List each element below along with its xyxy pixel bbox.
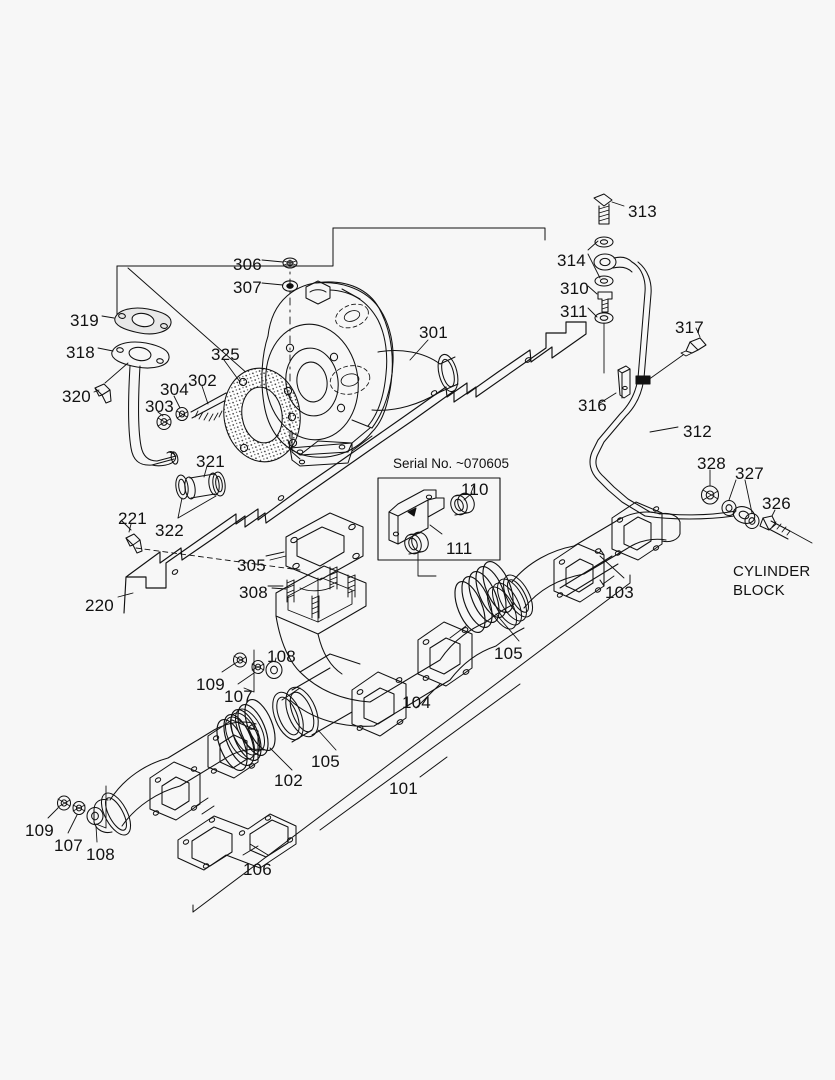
callout-302: 302 bbox=[188, 371, 217, 390]
callout-101: 101 bbox=[389, 779, 418, 798]
callout-305: 305 bbox=[237, 556, 266, 575]
callout-311: 311 bbox=[560, 302, 588, 321]
callout-319: 319 bbox=[70, 311, 99, 330]
cylinder-block-label: CYLINDER BLOCK bbox=[733, 562, 810, 600]
callout-104: 104 bbox=[402, 693, 431, 712]
callout-107b: 107 bbox=[54, 836, 83, 855]
callout-221: 221 bbox=[118, 509, 147, 528]
callout-318: 318 bbox=[66, 343, 95, 362]
callout-109b: 109 bbox=[25, 821, 54, 840]
callout-312: 312 bbox=[683, 422, 712, 441]
callout-321: 321 bbox=[196, 452, 225, 471]
cylinder-block-line-2: BLOCK bbox=[733, 582, 785, 600]
callout-108a: 108 bbox=[267, 647, 296, 666]
callout-326: 326 bbox=[762, 494, 791, 513]
callout-310: 310 bbox=[560, 279, 589, 298]
callout-105a: 105 bbox=[494, 644, 523, 663]
callout-308: 308 bbox=[239, 583, 268, 602]
callout-105b: 105 bbox=[311, 752, 340, 771]
callout-303: 303 bbox=[145, 397, 174, 416]
callout-314: 314 bbox=[557, 251, 586, 270]
callout-107a: 107 bbox=[224, 687, 253, 706]
callout-307: 307 bbox=[233, 278, 262, 297]
callout-327: 327 bbox=[735, 464, 764, 483]
callout-316: 316 bbox=[578, 396, 607, 415]
callout-109a: 109 bbox=[196, 675, 225, 694]
callout-111: 111 bbox=[446, 539, 473, 558]
cylinder-block-line-1: CYLINDER bbox=[733, 563, 811, 580]
callout-304: 304 bbox=[160, 380, 189, 399]
callout-313: 313 bbox=[628, 202, 657, 221]
callout-106: 106 bbox=[243, 860, 272, 879]
callout-320: 320 bbox=[62, 387, 91, 406]
callout-301: 301 bbox=[419, 323, 448, 342]
serial-note: Serial No. ~070605 bbox=[393, 456, 509, 471]
callout-102: 102 bbox=[274, 771, 303, 790]
callout-220: 220 bbox=[85, 596, 114, 615]
callout-322: 322 bbox=[155, 521, 184, 540]
callout-306: 306 bbox=[233, 255, 262, 274]
callout-103: 103 bbox=[605, 583, 634, 602]
callout-317: 317 bbox=[675, 318, 704, 337]
callout-328: 328 bbox=[697, 454, 726, 473]
callout-108b: 108 bbox=[86, 845, 115, 864]
callout-325: 325 bbox=[211, 345, 240, 364]
callout-110: 110 bbox=[461, 480, 489, 499]
